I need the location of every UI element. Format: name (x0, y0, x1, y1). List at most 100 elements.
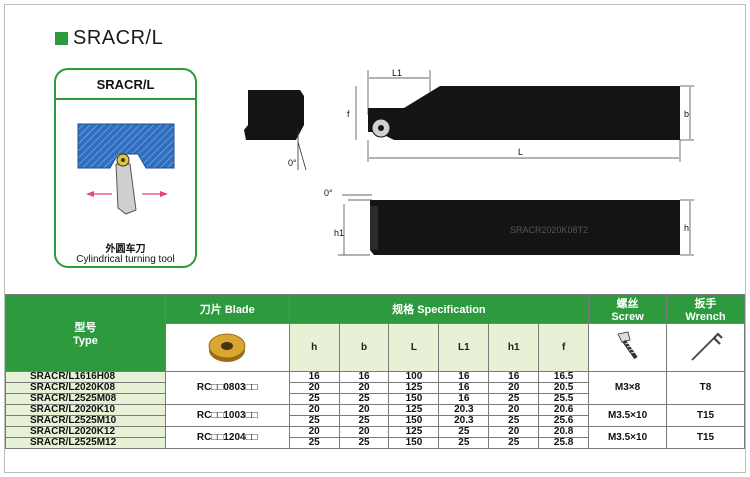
side-view: SRACR2020K08T2 0° h1 h (324, 188, 694, 256)
wrench-cell: T15 (666, 404, 745, 427)
cell-f: 25.8 (538, 437, 590, 449)
workpiece-shape (77, 123, 175, 169)
f-label: f (347, 109, 350, 119)
cell-f: 16.5 (538, 371, 590, 383)
cell-L1: 25 (438, 426, 490, 438)
row-type: SRACR/L2020K10 (5, 404, 166, 416)
card-header: SRACR/L (56, 70, 195, 100)
cell-h1: 20 (488, 404, 540, 416)
cell-L1: 20.3 (438, 415, 490, 427)
page-title: SRACR/L (73, 27, 164, 49)
col-header-h1: h1 (488, 323, 540, 372)
row-type: SRACR/L2525M08 (5, 393, 166, 405)
cell-b: 20 (338, 404, 390, 416)
title-bullet (55, 32, 68, 45)
end-view: 0° (244, 90, 307, 171)
cell-L: 100 (388, 371, 440, 383)
insert-screw-shape (121, 158, 125, 162)
end-view-angle-line (297, 141, 307, 171)
l-label: L (518, 147, 523, 157)
wrench-header: 扳手 Wrench (666, 294, 745, 324)
wrench-header-en: Wrench (685, 311, 726, 323)
end-view-angle-label: 0° (288, 158, 297, 168)
cell-h1: 20 (488, 382, 540, 394)
wrench-image-cell (666, 323, 745, 372)
col-header-L: L (388, 323, 440, 372)
table-row: SRACR/L2020K12 RC□□1204□□ 20 20 125 25 2… (5, 426, 745, 449)
screw-cell: M3×8 (588, 371, 667, 405)
table-row: SRACR/L2020K08 20 20 125 16 20 20.5 (5, 382, 745, 394)
cell-b: 25 (338, 437, 390, 449)
cell-h1: 25 (488, 437, 540, 449)
row-type: SRACR/L2020K12 (5, 426, 166, 438)
screw-cell: M3.5×10 (588, 426, 667, 449)
cell-L: 150 (388, 437, 440, 449)
end-view-shape (244, 90, 304, 140)
cell-f: 20.5 (538, 382, 590, 394)
cell-h: 16 (288, 371, 340, 383)
row-type: SRACR/L2020K08 (5, 382, 166, 394)
table-row: SRACR/L2020K10 RC□□1003□□ 20 20 125 20.3… (5, 404, 745, 427)
arrow-left-icon (86, 191, 94, 197)
cell-L: 125 (388, 382, 440, 394)
cell-L1: 16 (438, 382, 490, 394)
h-label: h (684, 223, 689, 233)
blade-code-cell: RC□□1204□□ (164, 426, 290, 449)
title-block: SRACR/L (55, 27, 163, 50)
cell-h: 20 (288, 426, 340, 438)
page-frame (4, 4, 746, 473)
cell-f: 25.5 (538, 393, 590, 405)
side-view-engraving: SRACR2020K08T2 (510, 225, 588, 235)
table-row: SRACR/L2525M10 25 25 150 20.3 25 25.6 (5, 415, 745, 427)
cell-L1: 25 (438, 437, 490, 449)
row-type: SRACR/L2525M10 (5, 415, 166, 427)
table-row: SRACR/L2525M12 25 25 150 25 25 25.8 (5, 437, 745, 449)
col-header-f: f (538, 323, 590, 372)
top-view-insert-screw (378, 125, 384, 131)
side-angle-label: 0° (324, 188, 333, 198)
round-insert-icon (208, 333, 246, 362)
cell-h: 25 (288, 437, 340, 449)
cell-L: 125 (388, 426, 440, 438)
screw-cell: M3.5×10 (588, 404, 667, 427)
col-header-h: h (288, 323, 340, 372)
arrow-right-icon (160, 191, 168, 197)
side-view-body (370, 200, 680, 255)
cell-f: 25.6 (538, 415, 590, 427)
cell-h: 20 (288, 404, 340, 416)
type-header-cn: 型号 (74, 322, 97, 334)
top-view-body (368, 86, 680, 140)
spec-header: 规格 Specification (288, 294, 590, 324)
blade-header-cn: 刀片 (199, 304, 222, 316)
card-caption-en: Cylindrical turning tool (76, 254, 175, 265)
cell-b: 25 (338, 415, 390, 427)
application-illustration (77, 123, 175, 215)
col-header-b: b (338, 323, 390, 372)
cell-b: 16 (338, 371, 390, 383)
cell-h: 20 (288, 382, 340, 394)
col-header-L1: L1 (438, 323, 490, 372)
spec-table: 型号 Type 刀片 Blade 规格 Specification 螺丝 Scr… (5, 294, 745, 449)
cell-b: 20 (338, 382, 390, 394)
h1-label: h1 (334, 228, 344, 238)
wrench-icon (690, 332, 723, 361)
top-view: L1 f b L (347, 68, 694, 162)
wrench-header-cn: 扳手 (694, 298, 717, 310)
cell-h1: 20 (488, 426, 540, 438)
cell-L1: 20.3 (438, 404, 490, 416)
cell-b: 25 (338, 393, 390, 405)
screw-header-cn: 螺丝 (616, 298, 639, 310)
row-type: SRACR/L2525M12 (5, 437, 166, 449)
application-card: SRACR/L 外圆车刀 Cylindrical turning tool (54, 68, 197, 268)
cell-L: 150 (388, 415, 440, 427)
cell-f: 20.6 (538, 404, 590, 416)
wrench-cell: T15 (666, 426, 745, 449)
blade-header: 刀片 Blade (164, 294, 290, 324)
screw-image-cell (588, 323, 667, 372)
card-caption-cn: 外圆车刀 (105, 244, 146, 255)
cell-h: 25 (288, 415, 340, 427)
cell-L: 150 (388, 393, 440, 405)
row-type: SRACR/L1616H08 (5, 371, 166, 383)
cell-L: 125 (388, 404, 440, 416)
